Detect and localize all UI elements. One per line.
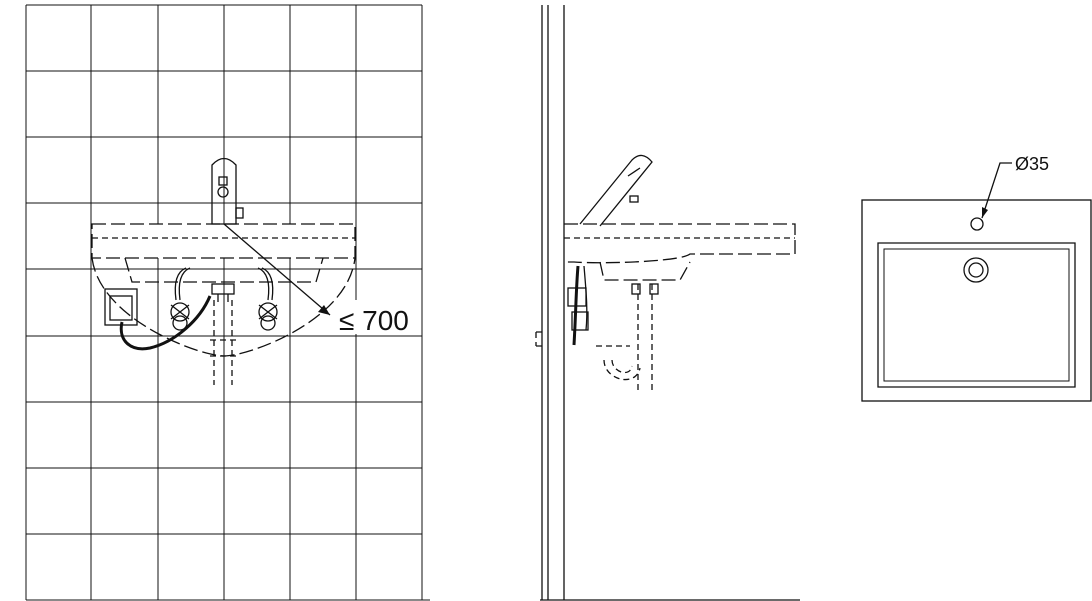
tap-hole-leader xyxy=(981,162,1012,219)
basin-bowl xyxy=(877,242,1076,388)
supply-valves xyxy=(170,267,278,331)
tap-hole-diameter-label: Ø35 xyxy=(1015,154,1049,174)
radius-dimension xyxy=(223,223,331,316)
basin-top-outline xyxy=(861,199,1092,402)
side-view xyxy=(535,5,800,601)
drain-trap-front xyxy=(210,300,236,385)
power-supply-box xyxy=(104,288,212,351)
drain-hole xyxy=(963,257,989,283)
front-view: ≤ 700 xyxy=(25,4,430,601)
faucet-side xyxy=(579,154,653,227)
under-sink-side xyxy=(567,265,659,390)
tap-hole xyxy=(970,217,984,231)
faucet-front xyxy=(211,157,244,225)
basin-side xyxy=(564,223,796,281)
wall-section xyxy=(535,5,800,601)
max-radius-label: ≤ 700 xyxy=(339,305,409,336)
top-view: Ø35 xyxy=(861,154,1092,402)
